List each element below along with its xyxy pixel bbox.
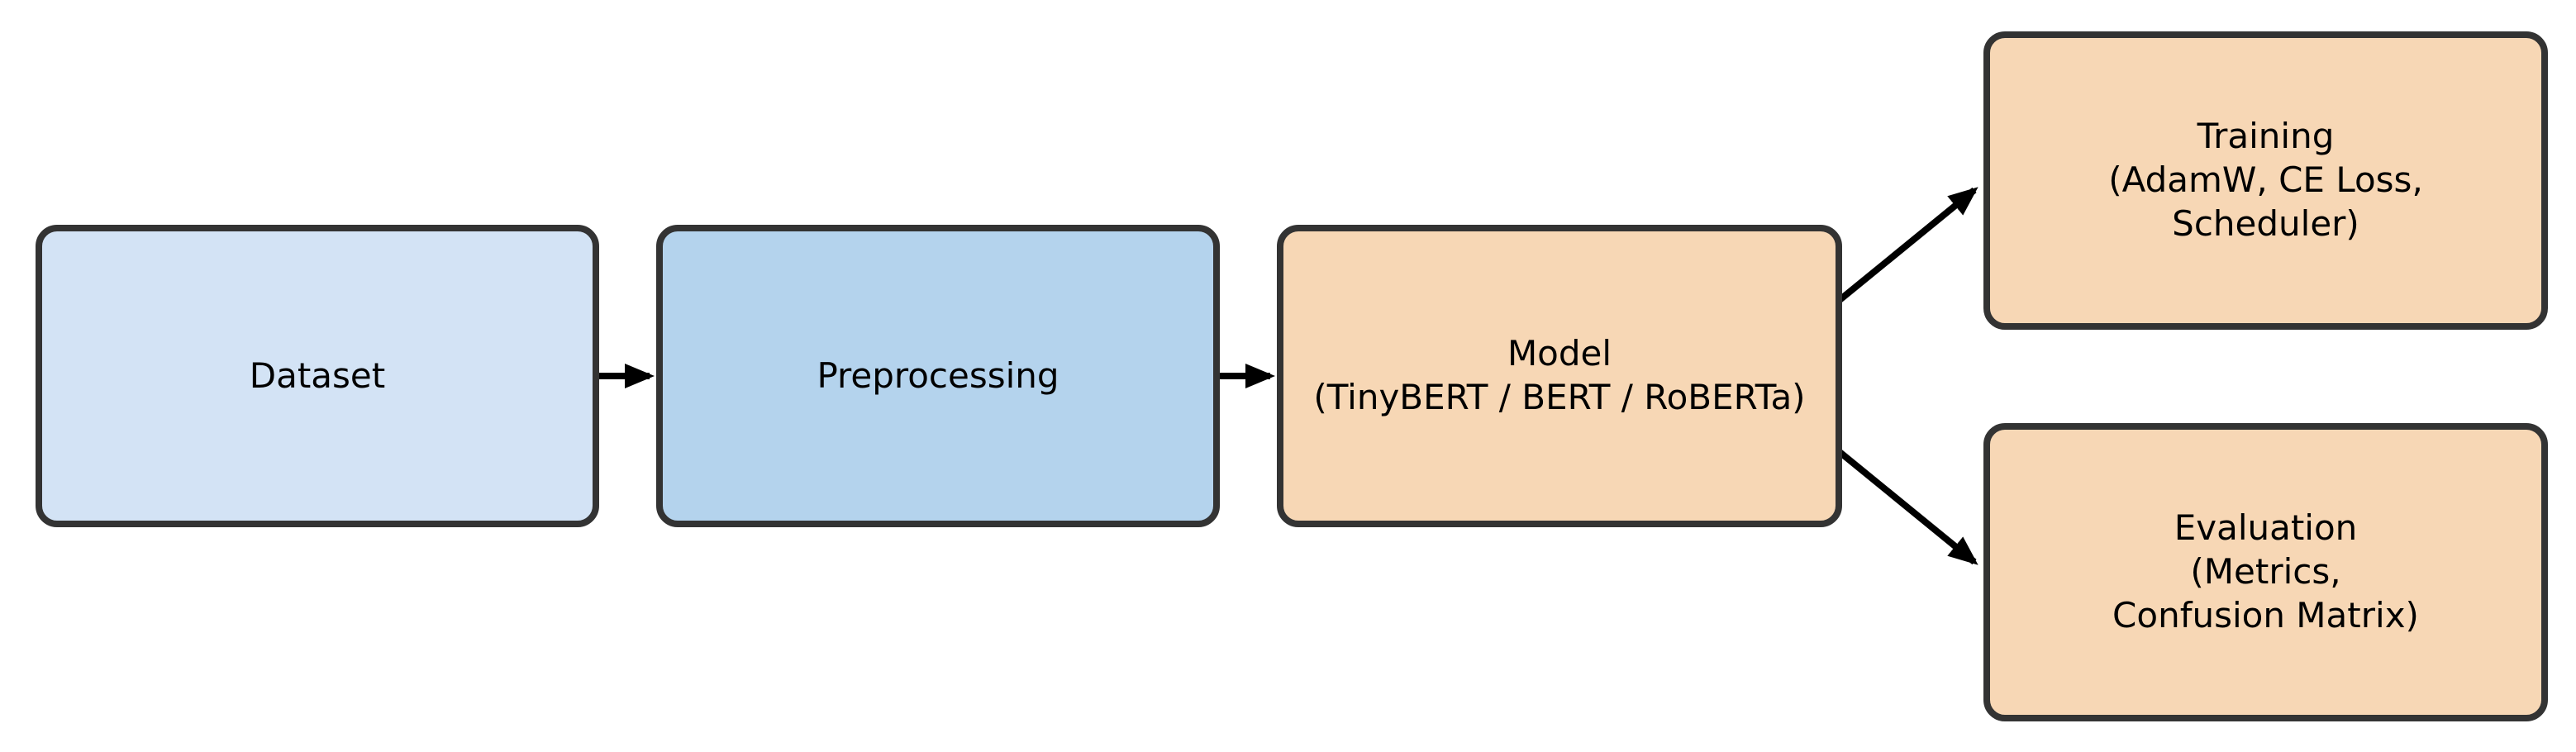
- arrow-model-to-training: [1837, 187, 1978, 303]
- node-model: Model (TinyBERT / BERT / RoBERTa): [1277, 225, 1842, 527]
- node-evaluation: Evaluation (Metrics, Confusion Matrix): [1983, 423, 2548, 721]
- node-dataset: Dataset: [36, 225, 599, 527]
- arrow-model-to-evaluation: [1837, 449, 1978, 565]
- node-training-label: Training (AdamW, CE Loss, Scheduler): [2108, 116, 2423, 244]
- node-model-label: Model (TinyBERT / BERT / RoBERTa): [1313, 333, 1806, 417]
- node-preprocessing: Preprocessing: [656, 225, 1220, 527]
- node-dataset-label: Dataset: [249, 355, 386, 396]
- node-evaluation-label: Evaluation (Metrics, Confusion Matrix): [2112, 507, 2419, 635]
- node-training: Training (AdamW, CE Loss, Scheduler): [1983, 31, 2548, 330]
- node-preprocessing-label: Preprocessing: [817, 355, 1059, 396]
